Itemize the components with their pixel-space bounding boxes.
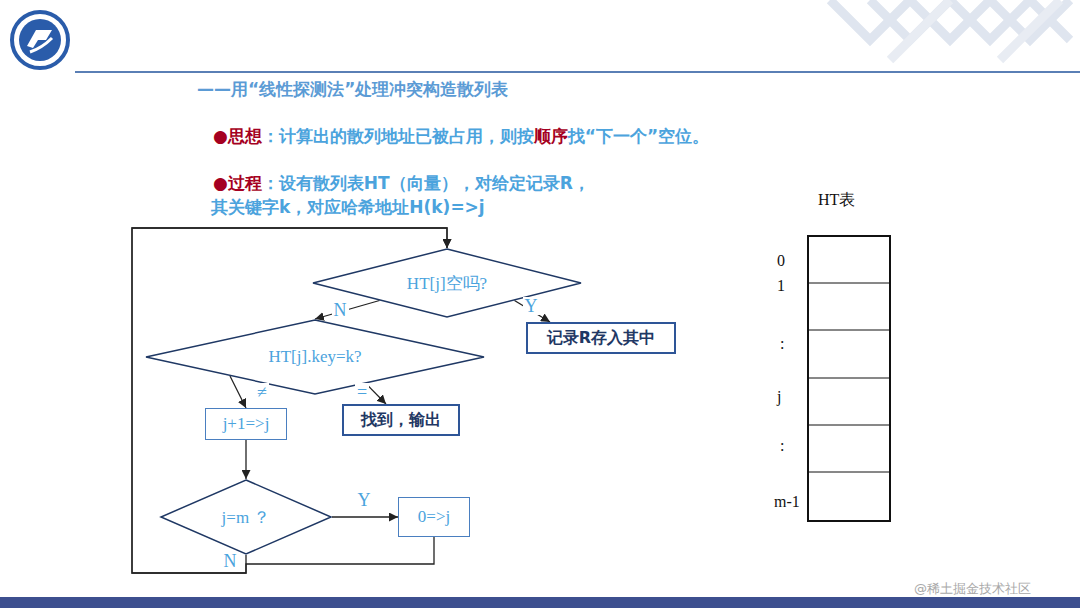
flow-arrow <box>230 376 246 408</box>
process-box: j+1=>j <box>205 408 287 440</box>
process-box: 找到，输出 <box>342 404 460 436</box>
slide-title: ——用“线性探测法”处理冲突构造散列表 <box>197 78 508 101</box>
row-index: 0 <box>777 252 785 270</box>
bullet-text: 找“下一个”空位。 <box>568 126 709 146</box>
row-index: : <box>780 335 784 353</box>
decision-diamond: j=m ？ <box>160 479 332 555</box>
branch-label: Y <box>356 491 373 509</box>
hash-table <box>808 236 890 521</box>
corner-pattern <box>830 0 1070 60</box>
logo <box>12 12 68 68</box>
watermark: @稀土掘金技术社区 <box>914 580 1031 598</box>
footer-bar <box>0 597 1080 608</box>
logo-mark <box>27 30 52 48</box>
table-outline <box>808 236 890 521</box>
table-row-line <box>808 330 890 331</box>
row-index: : <box>780 437 784 455</box>
bullet-text: ：设有散列表HT（向量），对给定记录R， <box>262 173 590 193</box>
node-text: 找到，输出 <box>361 410 441 431</box>
logo-disc <box>19 19 61 61</box>
branch-label: = <box>355 383 369 401</box>
bullet-line: ●思想：计算出的散列地址已被占用，则按顺序找“下一个”空位。 <box>213 125 709 148</box>
node-text: HT[j].key=k? <box>268 347 361 367</box>
row-index: j <box>777 388 781 406</box>
header-rule <box>75 71 1080 73</box>
table-title: HT表 <box>818 190 855 211</box>
row-index: m-1 <box>774 493 800 511</box>
chevron-stripe <box>890 0 950 60</box>
process-box: 0=>j <box>398 497 470 537</box>
chevron-stripe <box>1000 0 1060 60</box>
node-text: 记录R存入其中 <box>547 328 655 349</box>
table-row-line <box>808 283 890 284</box>
bullet-heading: ●思想 <box>213 126 262 146</box>
branch-label: N <box>332 301 349 319</box>
branch-label: N <box>222 552 239 570</box>
bullet-text: 其关键字k，对应哈希地址H(k)=>j <box>211 197 485 217</box>
node-text: j=m ？ <box>222 506 271 529</box>
flow-arrow <box>332 516 398 517</box>
bullet-heading: ●过程 <box>213 173 262 193</box>
node-text: j+1=>j <box>223 414 270 434</box>
flow-arrow <box>315 301 380 320</box>
branch-label: ≠ <box>255 383 269 401</box>
node-text: HT[j]空吗? <box>407 272 487 295</box>
process-box: 记录R存入其中 <box>526 322 676 354</box>
node-text: 0=>j <box>418 507 450 527</box>
branch-label: Y <box>523 297 540 315</box>
bullet-heading: 顺序 <box>534 126 568 146</box>
bullet-line: ●过程：设有散列表HT（向量），对给定记录R， <box>213 172 590 195</box>
logo-ring <box>12 12 68 68</box>
table-row-line <box>808 425 890 426</box>
table-row-line <box>808 472 890 473</box>
row-index: 1 <box>777 277 785 295</box>
decision-diamond: HT[j].key=k? <box>145 319 485 395</box>
bullet-line: 其关键字k，对应哈希地址H(k)=>j <box>211 196 485 219</box>
flow-arrow <box>245 440 246 479</box>
bullet-text: ：计算出的散列地址已被占用，则按 <box>262 126 534 146</box>
table-row-line <box>808 378 890 379</box>
logo-swoosh <box>30 38 52 52</box>
decision-diamond: HT[j]空吗? <box>312 248 582 318</box>
